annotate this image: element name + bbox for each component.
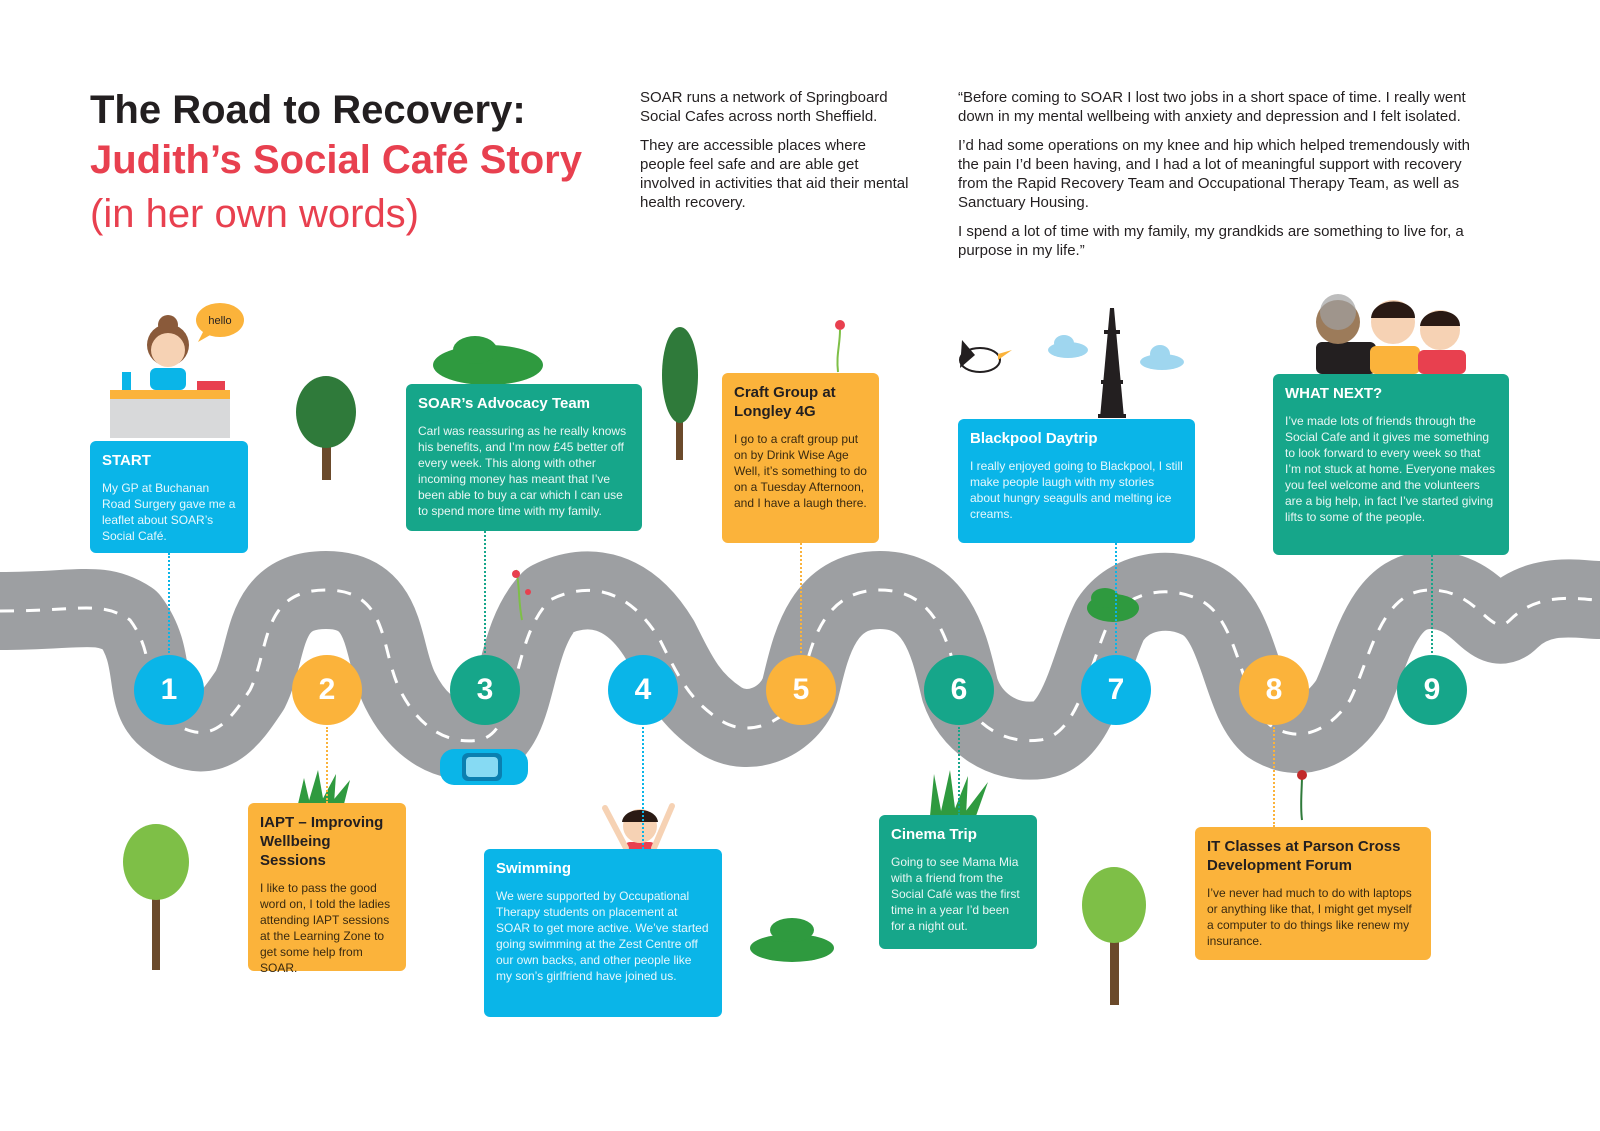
intro-paragraph-2: They are accessible places where people … (640, 137, 909, 211)
step-5-card: Craft Group at Longley 4G I go to a craf… (722, 373, 879, 543)
bush-icon (433, 336, 543, 385)
step-6-text: Going to see Mama Mia with a friend from… (891, 855, 1020, 933)
tree-icon (296, 376, 356, 480)
step-1-title: START (102, 452, 151, 469)
receptionist-icon (110, 315, 230, 438)
page-subtitle: Judith’s Social Café Story (90, 138, 582, 182)
quote-paragraph-1: “Before coming to SOAR I lost two jobs i… (958, 89, 1466, 125)
step-3-text: Carl was reassuring as he really knows h… (418, 424, 627, 518)
cloud-icon (1140, 345, 1184, 370)
grass-icon (298, 770, 350, 804)
step-6-card: Cinema Trip Going to see Mama Mia with a… (879, 815, 1037, 949)
step-4-card: Swimming We were supported by Occupation… (484, 849, 722, 1017)
tree-icon (123, 824, 189, 970)
connector-line (800, 543, 802, 653)
bush-icon (1087, 588, 1139, 622)
connector-line (642, 727, 644, 849)
step-1-text: My GP at Buchanan Road Surgery gave me a… (102, 481, 236, 543)
step-8-marker: 8 (1239, 655, 1309, 725)
page-title: The Road to Recovery: (90, 88, 526, 132)
step-8-card: IT Classes at Parson Cross Development F… (1195, 827, 1431, 960)
step-3-marker: 3 (450, 655, 520, 725)
quote-paragraph-2: I’d had some operations on my knee and h… (958, 137, 1470, 211)
step-8-text: I’ve never had much to do with laptops o… (1207, 886, 1412, 948)
step-9-title: WHAT NEXT? (1285, 385, 1383, 402)
family-icon (1316, 294, 1466, 374)
connector-line (1431, 555, 1433, 653)
step-8-title: IT Classes at Parson Cross Development F… (1207, 838, 1401, 874)
car-icon (440, 749, 528, 785)
connector-line (958, 727, 960, 815)
connector-line (168, 553, 170, 653)
step-2-card: IAPT – Improving Wellbeing Sessions I li… (248, 803, 406, 975)
step-9-card: WHAT NEXT? I’ve made lots of friends thr… (1273, 374, 1509, 555)
speech-bubble-icon (196, 303, 244, 342)
step-1-marker: 1 (134, 655, 204, 725)
step-2-marker: 2 (292, 655, 362, 725)
step-3-title: SOAR’s Advocacy Team (418, 395, 591, 412)
step-7-text: I really enjoyed going to Blackpool, I s… (970, 459, 1183, 521)
blackpool-tower-icon (1098, 308, 1126, 418)
quote-paragraph-3: I spend a lot of time with my family, my… (958, 223, 1464, 259)
step-9-marker: 9 (1397, 655, 1467, 725)
grass-icon (930, 770, 988, 816)
step-3-card: SOAR’s Advocacy Team Carl was reassuring… (406, 384, 642, 531)
cloud-icon (1048, 335, 1088, 358)
flower-icon (835, 320, 845, 373)
step-7-marker: 7 (1081, 655, 1151, 725)
connector-line (326, 727, 328, 803)
flower-icon (1297, 770, 1307, 821)
step-5-title: Craft Group at Longley 4G (734, 384, 836, 420)
tree-icon (1082, 867, 1146, 1005)
step-2-text: I like to pass the good word on, I told … (260, 881, 391, 975)
connector-line (1273, 727, 1275, 827)
step-5-marker: 5 (766, 655, 836, 725)
step-1-card: START My GP at Buchanan Road Surgery gav… (90, 441, 248, 553)
intro-paragraph-1: SOAR runs a network of Springboard Socia… (640, 89, 888, 125)
tree-icon (662, 327, 698, 460)
step-4-title: Swimming (496, 860, 572, 877)
intro-text: SOAR runs a network of Springboard Socia… (640, 88, 910, 222)
judith-quote: “Before coming to SOAR I lost two jobs i… (958, 88, 1478, 270)
step-6-marker: 6 (924, 655, 994, 725)
step-7-card: Blackpool Daytrip I really enjoyed going… (958, 419, 1195, 543)
connector-line (484, 531, 486, 653)
step-6-title: Cinema Trip (891, 826, 977, 843)
step-9-text: I’ve made lots of friends through the So… (1285, 414, 1496, 524)
flower-icon (512, 569, 531, 621)
connector-line (1115, 543, 1117, 653)
step-4-text: We were supported by Occupational Therap… (496, 889, 709, 983)
step-7-title: Blackpool Daytrip (970, 430, 1098, 447)
step-5-text: I go to a craft group put on by Drink Wi… (734, 432, 867, 510)
seagull-icon (959, 340, 1012, 373)
speech-bubble-text: hello (208, 315, 231, 327)
step-4-marker: 4 (608, 655, 678, 725)
bush-icon (750, 918, 834, 962)
step-2-title: IAPT – Improving Wellbeing Sessions (260, 814, 384, 869)
page-tagline: (in her own words) (90, 192, 420, 236)
